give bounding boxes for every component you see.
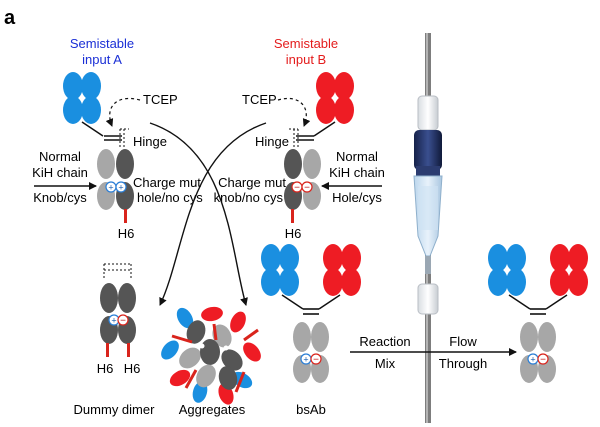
- svg-text:−: −: [120, 316, 126, 327]
- left-chain-line1: Normal: [39, 149, 81, 164]
- input-b-fab: [316, 72, 354, 124]
- dummy-h6-a-label: H6: [97, 361, 114, 376]
- svg-text:+: +: [108, 183, 113, 193]
- h6-left-label: H6: [118, 226, 135, 241]
- tcep-right-label: TCEP: [242, 92, 277, 107]
- hinge-left-label: Hinge: [133, 134, 167, 149]
- input-b-fc: − −: [284, 128, 321, 223]
- svg-text:+: +: [111, 316, 116, 326]
- charge-left-line1: Charge mut: [133, 175, 201, 190]
- tcep-right-arrow: [277, 97, 311, 127]
- svg-text:+: +: [303, 355, 308, 365]
- svg-text:−: −: [313, 355, 319, 366]
- bsab-label: bsAb: [296, 402, 326, 417]
- panel-label: a: [4, 7, 16, 29]
- right-to-dummy-arc: [159, 122, 267, 306]
- input-a-fc: + +: [97, 128, 134, 223]
- input-a-fab: [63, 72, 101, 124]
- purified-bsab-molecule: + −: [488, 244, 588, 383]
- chromatography-column: [413, 33, 443, 423]
- right-chain-line3: Hole/cys: [332, 190, 382, 205]
- dummy-dimer-molecule: + −: [100, 263, 136, 357]
- aggregates-label: Aggregates: [179, 402, 246, 417]
- flow-label: Flow: [449, 334, 477, 349]
- svg-text:−: −: [540, 355, 546, 366]
- input-b-line2: input B: [286, 52, 326, 67]
- charge-right-line1: Charge mut: [218, 175, 286, 190]
- dummy-dimer-label: Dummy dimer: [74, 402, 156, 417]
- input-b-label: Semistable input B: [274, 36, 338, 67]
- left-chain-line2: KiH chain: [32, 165, 88, 180]
- input-a-line1: Semistable: [70, 36, 134, 51]
- charge-left-line2: hole/no cys: [137, 190, 203, 205]
- left-to-bsab-arc: [149, 122, 248, 306]
- tcep-left-label: TCEP: [143, 92, 178, 107]
- svg-text:+: +: [118, 183, 123, 193]
- dummy-h6-b-label: H6: [124, 361, 141, 376]
- svg-text:−: −: [304, 183, 310, 194]
- hinge-right-label: Hinge: [255, 134, 289, 149]
- left-chain-line3: Knob/cys: [33, 190, 87, 205]
- right-chain-line1: Normal: [336, 149, 378, 164]
- input-a-line2: input A: [82, 52, 122, 67]
- h6-right-label: H6: [285, 226, 302, 241]
- charge-right-line2: knob/no cys: [214, 190, 284, 205]
- svg-text:−: −: [294, 183, 300, 194]
- svg-text:+: +: [530, 355, 535, 365]
- through-label: Through: [439, 356, 487, 371]
- right-chain-line2: KiH chain: [329, 165, 385, 180]
- tcep-left-arrow: [105, 97, 141, 127]
- input-a-label: Semistable input A: [70, 36, 134, 67]
- mix-label: Mix: [375, 356, 396, 371]
- input-b-line1: Semistable: [274, 36, 338, 51]
- bsab-molecule: + −: [261, 244, 361, 383]
- reaction-label: Reaction: [359, 334, 410, 349]
- aggregates-cluster: [161, 306, 261, 405]
